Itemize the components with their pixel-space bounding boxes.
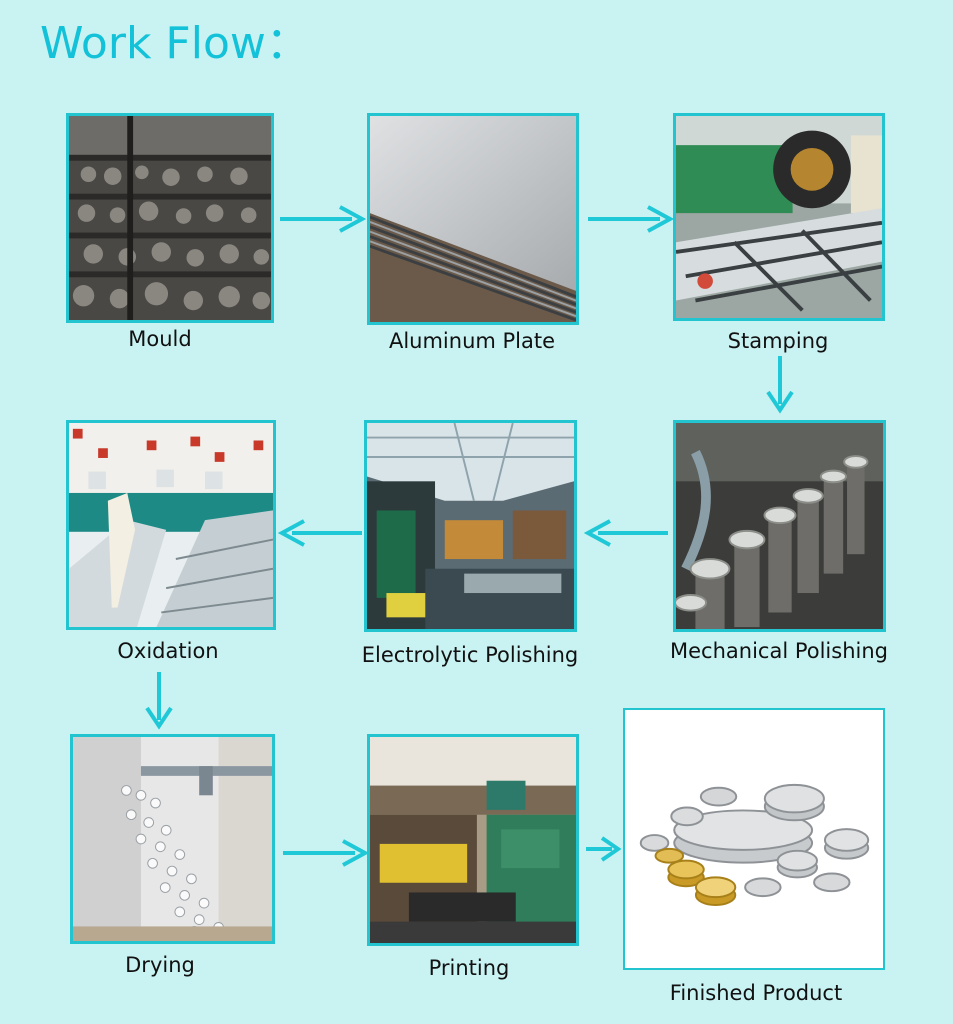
arrow-down-icon: [765, 356, 795, 414]
step-label-mould: Mould: [128, 327, 192, 351]
arrow-down-icon: [144, 672, 174, 730]
mechanical-polishing-photo: [673, 420, 886, 632]
step-label-finished-product: Finished Product: [669, 981, 843, 1005]
arrow-right-icon: [280, 204, 366, 234]
mould-photo: [66, 113, 274, 323]
step-label-oxidation: Oxidation: [117, 639, 219, 663]
step-label-printing: Printing: [428, 956, 510, 980]
aluminum-plate-photo: [367, 113, 579, 325]
step-label-mechanical-polishing: Mechanical Polishing: [670, 639, 888, 663]
drying-photo: [70, 734, 275, 944]
oxidation-photo: [66, 420, 276, 630]
step-label-drying: Drying: [125, 953, 195, 977]
printing-photo: [367, 734, 579, 946]
arrow-right-icon: [283, 838, 369, 868]
step-label-aluminum-plate: Aluminum Plate: [388, 329, 556, 353]
arrow-left-icon: [584, 518, 668, 548]
stamping-photo: [673, 113, 885, 321]
arrow-right-icon: [588, 204, 674, 234]
arrow-right-icon: [586, 834, 622, 864]
electrolytic-polishing-photo: [364, 420, 577, 632]
finished-product-photo: [623, 708, 885, 970]
step-label-stamping: Stamping: [727, 329, 829, 353]
page-title: Work Flow：: [40, 18, 310, 69]
arrow-left-icon: [278, 518, 362, 548]
step-label-electrolytic-polishing: Electrolytic Polishing: [361, 643, 579, 667]
